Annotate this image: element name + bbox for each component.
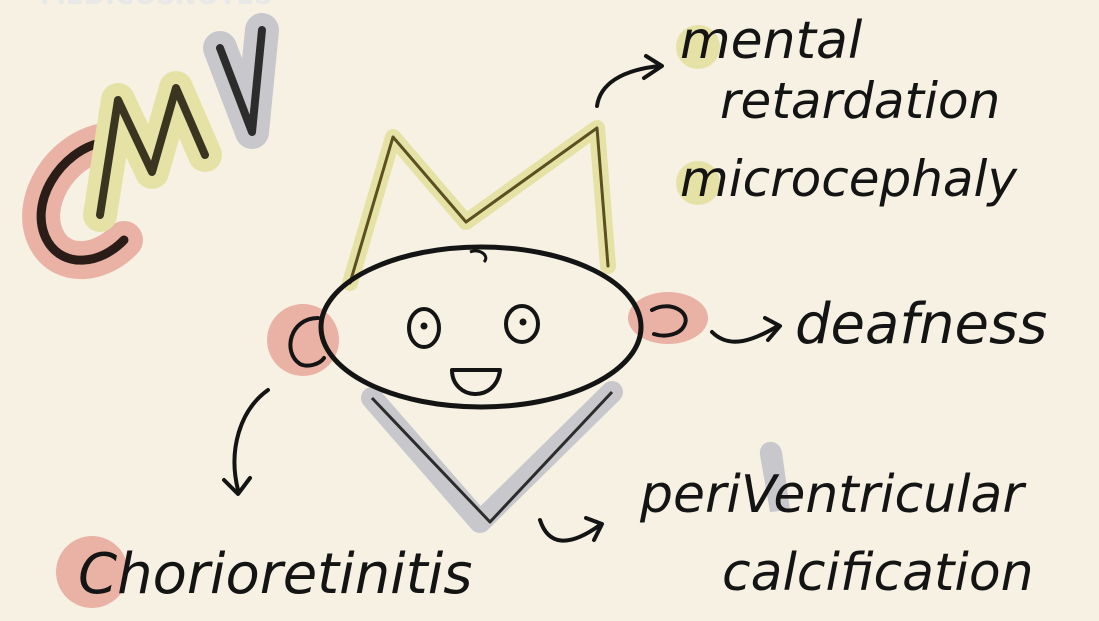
left-eye (409, 309, 439, 347)
right-eye (506, 306, 538, 342)
arrow-to-deafness (712, 318, 780, 342)
mouth (452, 370, 500, 394)
label-mental: mental (680, 11, 863, 71)
left-ear (267, 304, 339, 376)
face (321, 247, 641, 407)
label-deafness: deafness (795, 292, 1047, 357)
title-letter-v (220, 30, 262, 132)
arrow-to-periventricular-calcification (540, 518, 602, 541)
title-letter-m (100, 88, 205, 215)
chin-shape (372, 392, 612, 522)
cmv-title (41, 30, 262, 260)
header-partial-text: MEDICOSNOTES (40, 0, 273, 11)
label-calcification: calcification (722, 543, 1034, 603)
label-chorioretinitis: Chorioretinitis (78, 542, 472, 607)
label-periventricular: periVentricular (639, 465, 1027, 525)
label-retardation: retardation (720, 72, 1000, 130)
label-microcephaly: microcephaly (680, 150, 1018, 208)
arrow-to-mental-retardation (597, 56, 662, 106)
arrow-to-chorioretinitis (224, 390, 268, 494)
